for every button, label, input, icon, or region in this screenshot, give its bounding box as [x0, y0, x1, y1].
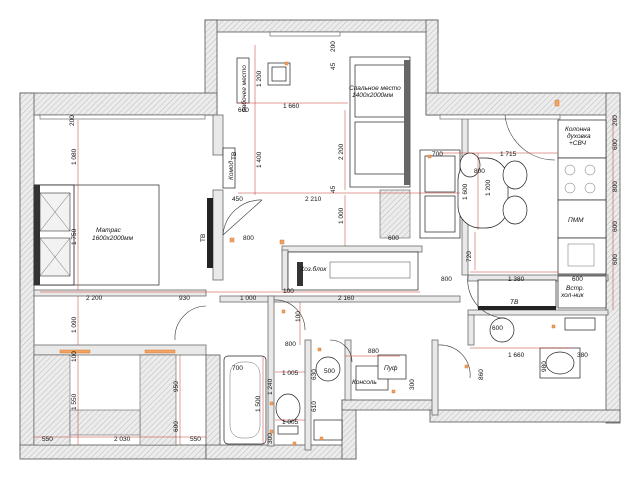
dim-600h: 600	[612, 254, 619, 265]
komod	[222, 147, 236, 189]
sleeping-place	[349, 56, 411, 188]
dim-450: 450	[232, 196, 243, 203]
dim-600f: 600	[612, 139, 619, 150]
dim-1005b: 1 005	[282, 419, 299, 426]
dim-1715: 1 715	[500, 151, 517, 158]
puf-label: Пуф	[384, 365, 398, 372]
dim-600b: 600	[388, 235, 399, 242]
sleeping-label: Спальное место 1400х2000мм	[349, 85, 403, 99]
dim-930: 930	[179, 295, 190, 302]
dim-600e: 600	[492, 325, 503, 332]
doors	[174, 114, 556, 379]
dim-1660b: 1 660	[508, 352, 525, 359]
dim-800a: 800	[243, 235, 254, 242]
dim-500: 500	[324, 368, 335, 375]
dim-600c: 600	[572, 276, 583, 283]
dim-2210: 2 210	[305, 196, 322, 203]
dim-2030: 2 030	[114, 436, 131, 443]
dim-860: 860	[478, 369, 485, 380]
wc-right	[489, 317, 596, 379]
dim-600d: 600	[173, 421, 180, 432]
dim-100a: 100	[283, 288, 294, 295]
dim-600a: 600	[238, 107, 249, 114]
dim-700b: 700	[232, 365, 243, 372]
dim-1200: 1 200	[256, 70, 263, 87]
dim-2200: 2 200	[338, 143, 345, 160]
dim-700a: 700	[432, 151, 443, 158]
console-puf	[355, 354, 407, 391]
dim-100c: 100	[295, 311, 302, 322]
dimension-lines	[34, 45, 614, 445]
dim-610: 610	[311, 401, 318, 412]
dim-1200b: 1 200	[485, 179, 492, 196]
bed-mattress	[33, 184, 160, 286]
dim-45b: 45	[330, 185, 337, 193]
console-label: Консоль	[352, 379, 377, 386]
dim-1550: 1 550	[71, 393, 78, 410]
dim-2160: 2 160	[338, 295, 355, 302]
dim-800b: 800	[474, 168, 485, 175]
dim-1750: 1 750	[71, 228, 78, 245]
dim-300a: 300	[267, 433, 274, 444]
dim-880: 880	[368, 348, 379, 355]
dim-1500: 1 500	[255, 395, 262, 412]
dim-550b: 550	[190, 436, 201, 443]
study-tv-label: ТВ	[231, 152, 238, 160]
dim-1000: 1 000	[338, 207, 345, 224]
dim-980: 980	[541, 361, 548, 372]
windows	[39, 31, 561, 120]
dim-1240: 1 240	[267, 378, 274, 395]
electrical-markers	[59, 61, 560, 446]
dimension-labels: 1 660 1 200 600 200 45 2 200 45 1 400 1 …	[42, 41, 619, 444]
living-tv-cabinet	[477, 279, 557, 309]
dim-2200b: 2 200	[86, 295, 103, 302]
pmm-label: ПММ	[568, 217, 584, 224]
dim-100b: 100	[71, 351, 78, 362]
workplace-label: рабочее место	[240, 65, 248, 113]
dim-300b: 300	[409, 379, 416, 390]
workplace	[236, 57, 291, 104]
sofa	[419, 149, 461, 239]
dim-200: 200	[330, 41, 337, 52]
dining-table	[457, 152, 528, 229]
dim-600g: 600	[612, 221, 619, 232]
mattress-label: Матрас 1600х2000мм	[92, 227, 134, 242]
dim-1090: 1 090	[71, 316, 78, 333]
dim-45a: 45	[330, 62, 337, 70]
living-tv-label: ТВ	[510, 299, 519, 306]
dim-1005a: 1 005	[282, 370, 299, 377]
bedroom-tv-label: ТВ	[200, 234, 207, 242]
dim-1600: 1 600	[462, 183, 469, 200]
hoz-block-label: Хоз.блок	[299, 265, 327, 273]
dim-1400: 1 400	[256, 151, 263, 168]
dim-550a: 550	[42, 436, 53, 443]
dim-800d: 800	[285, 341, 296, 348]
dim-950: 950	[173, 381, 180, 392]
dim-1380: 1 380	[508, 276, 525, 283]
dim-200c: 200	[612, 115, 619, 126]
hoz-block	[287, 251, 419, 291]
sink	[313, 356, 343, 441]
bedroom-tv	[207, 198, 213, 268]
dim-800c: 800	[441, 276, 452, 283]
wardrobes	[33, 189, 411, 446]
dim-800e: 800	[612, 181, 619, 192]
dim-200b: 200	[69, 115, 76, 126]
dim-1000b: 1 000	[240, 295, 257, 302]
dim-380: 380	[577, 352, 588, 359]
dim-720: 720	[466, 251, 473, 262]
kitchen-units	[557, 119, 607, 309]
oven-label: Колонна духовка +СВЧ	[565, 126, 592, 147]
dim-1080: 1 080	[71, 148, 78, 165]
bathtub	[223, 355, 267, 445]
komod-label: Комод	[227, 160, 235, 180]
dim-630: 630	[311, 369, 318, 380]
fridge-label: Встр. хол-ник	[560, 285, 586, 299]
toilet	[275, 393, 301, 435]
dim-1660a: 1 660	[283, 103, 300, 110]
